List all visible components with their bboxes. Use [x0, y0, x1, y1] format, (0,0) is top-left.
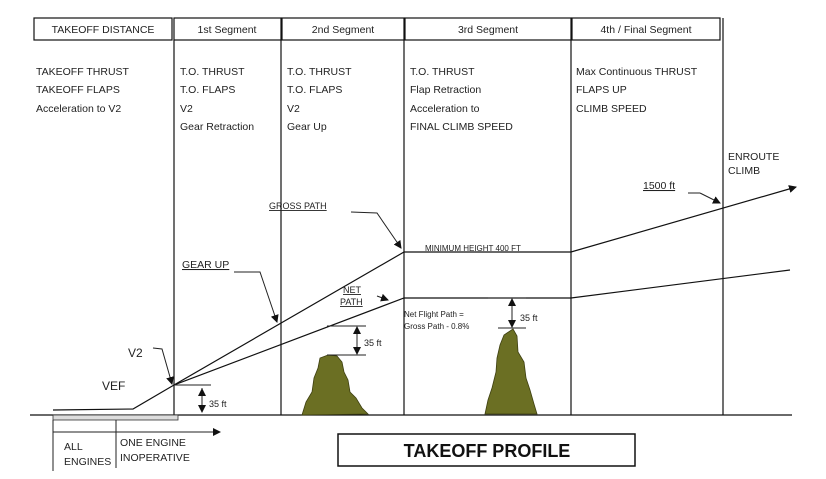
- label-net-formula: Gross Path - 0.8%: [404, 322, 469, 331]
- label-35ft: 35 ft: [520, 313, 538, 323]
- col1-line: T.O. FLAPS: [180, 84, 235, 96]
- header-box: [571, 17, 721, 41]
- col0-line: Acceleration to V2: [36, 103, 121, 115]
- col3-line: FINAL CLIMB SPEED: [410, 121, 513, 133]
- header-box: [404, 17, 572, 41]
- pointer-arrow-gear-up: [234, 271, 279, 323]
- label-all-engines: ALL: [64, 441, 83, 453]
- gross-flight-path: [52, 185, 797, 411]
- col2-line: Gear Up: [287, 121, 327, 133]
- header-3rd-segment: 3rd Segment: [458, 24, 518, 36]
- col0-line: TAKEOFF FLAPS: [36, 84, 120, 96]
- header-box: [173, 17, 282, 41]
- obstacle-hill-1: [301, 354, 369, 416]
- label-path: PATH: [340, 297, 363, 307]
- col1-line: V2: [180, 103, 193, 115]
- pointer-arrow-v2: [152, 347, 174, 385]
- label-net-formula: Net Flight Path =: [404, 310, 464, 319]
- pointer-arrow-1500ft: [699, 192, 721, 204]
- diagram-title: TAKEOFF PROFILE: [404, 441, 571, 461]
- label-all-engines: ENGINES: [64, 456, 111, 468]
- label-35ft: 35 ft: [364, 338, 382, 348]
- header-2nd-segment: 2nd Segment: [312, 24, 375, 36]
- label-gear-up: GEAR UP: [182, 259, 229, 271]
- header-box: [281, 17, 405, 41]
- header-1st-segment: 1st Segment: [198, 24, 257, 36]
- pointer-arrow-gross-path: [350, 211, 402, 249]
- col1-line: Gear Retraction: [180, 121, 254, 133]
- label-net: NET: [343, 285, 362, 295]
- obstacle-hill-2: [484, 328, 538, 415]
- col4-line: Max Continuous THRUST: [576, 66, 698, 78]
- col2-line: T.O. FLAPS: [287, 84, 342, 96]
- header-takeoff-distance: TAKEOFF DISTANCE: [52, 24, 155, 36]
- col0-line: TAKEOFF THRUST: [36, 66, 130, 78]
- col2-line: V2: [287, 103, 300, 115]
- col4-line: CLIMB SPEED: [576, 103, 647, 115]
- col3-line: T.O. THRUST: [410, 66, 475, 78]
- label-vef: VEF: [102, 379, 125, 393]
- label-gross-path: GROSS PATH: [269, 201, 327, 211]
- runway: [52, 414, 179, 421]
- clearance-35ft-1: 35 ft: [174, 384, 227, 413]
- title-box: [337, 433, 636, 467]
- clearance-35ft-3: 35 ft: [488, 297, 538, 329]
- clearance-35ft-2: 35 ft: [327, 325, 382, 356]
- label-one-engine-inoperative: ONE ENGINE: [120, 437, 186, 449]
- col2-line: T.O. THRUST: [287, 66, 352, 78]
- label-enroute: ENROUTE: [728, 151, 779, 163]
- segment-descriptions: TAKEOFF THRUST TAKEOFF FLAPS Acceleratio…: [36, 66, 698, 133]
- header-box: [33, 17, 173, 41]
- label-1500ft: 1500 ft: [643, 180, 675, 192]
- segment-dividers: [173, 18, 724, 415]
- segment-headers: TAKEOFF DISTANCE 1st Segment 2nd Segment…: [33, 17, 721, 41]
- label-climb: CLIMB: [728, 165, 760, 177]
- col3-line: Acceleration to: [410, 103, 480, 115]
- label-minimum-height: MINIMUM HEIGHT 400 FT: [425, 244, 521, 253]
- net-flight-path: [173, 269, 791, 386]
- header-4th-segment: 4th / Final Segment: [600, 24, 691, 36]
- pointer-arrow-net-path: [376, 293, 389, 302]
- label-v2: V2: [128, 346, 143, 360]
- col4-line: FLAPS UP: [576, 84, 627, 96]
- col1-line: T.O. THRUST: [180, 66, 245, 78]
- col3-line: Flap Retraction: [410, 84, 481, 96]
- label-35ft: 35 ft: [209, 399, 227, 409]
- label-one-engine-inoperative: INOPERATIVE: [120, 452, 190, 464]
